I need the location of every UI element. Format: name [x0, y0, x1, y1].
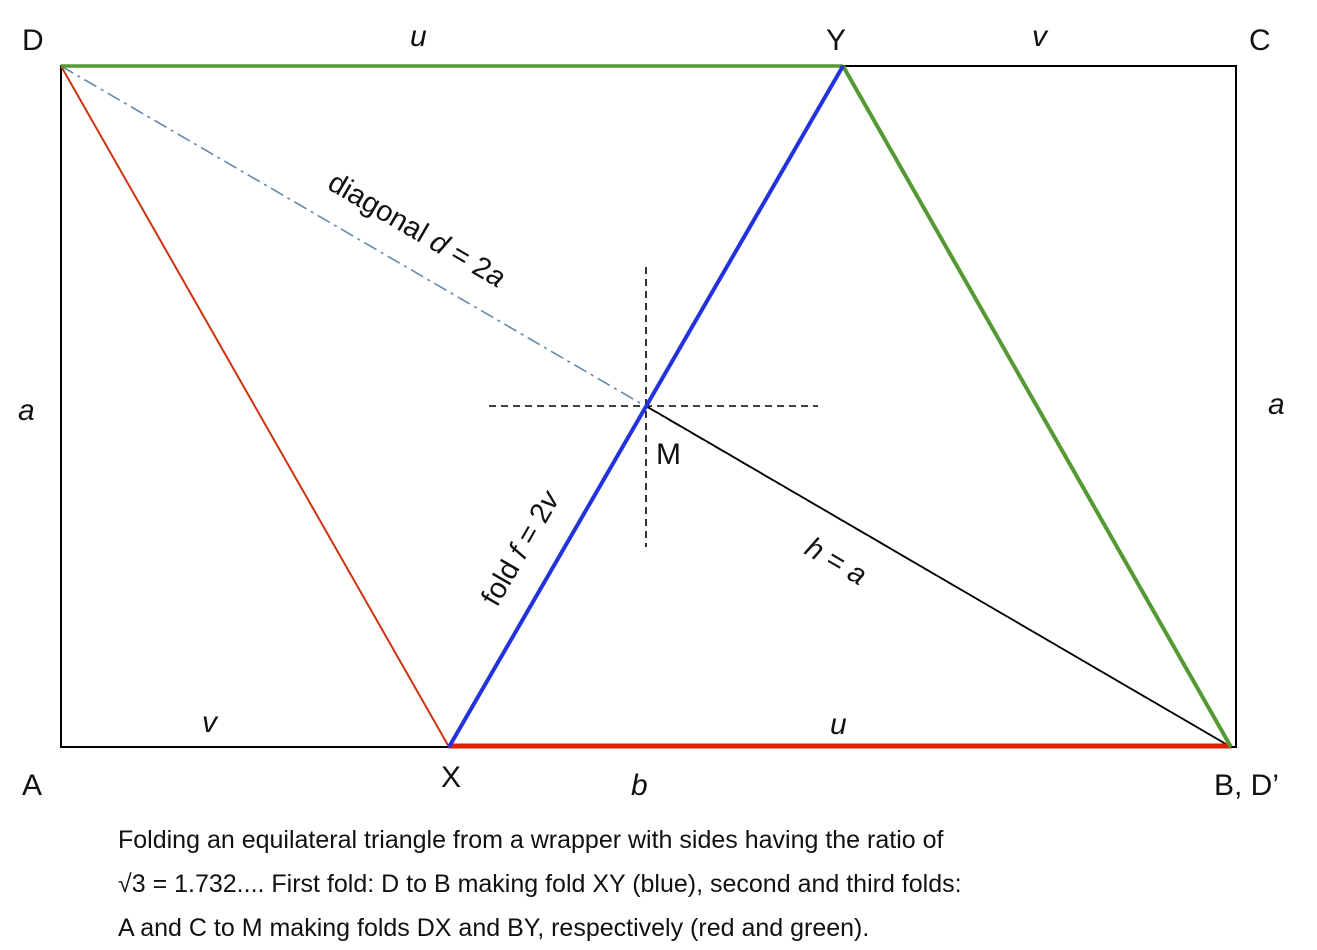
side-left-label: a — [18, 394, 35, 427]
fold-BY-line — [841, 65, 1233, 748]
side-top-left-label: u — [410, 20, 427, 53]
vertex-Y-label: Y — [826, 24, 846, 57]
fold-DX-line — [60, 65, 450, 748]
diagonal-prefix: diagonal — [322, 166, 440, 253]
caption-line-2: √3 = 1.732.... First fold: D to B making… — [118, 870, 962, 898]
side-bottom-total-label: b — [631, 769, 648, 802]
vertex-A-label: A — [22, 769, 42, 802]
fold-XY-line — [447, 64, 845, 749]
side-bottom-left-label: v — [202, 706, 219, 739]
diagonal-annotation: diagonal d = 2a — [322, 166, 510, 294]
side-bottom-right-label: u — [830, 708, 847, 741]
point-M-label: M — [656, 438, 681, 471]
vertex-C-label: C — [1249, 24, 1271, 57]
caption-line-1: Folding an equilateral triangle from a w… — [118, 826, 944, 854]
side-right-label: a — [1268, 388, 1285, 421]
side-top-right-label: v — [1032, 20, 1049, 53]
caption-line-3: A and C to M making folds DX and BY, res… — [118, 914, 870, 942]
height-line — [645, 405, 1232, 748]
vertex-D-label: D — [22, 24, 44, 57]
vertex-B-label: B, D’ — [1214, 769, 1279, 802]
diagram-caption: Folding an equilateral triangle from a w… — [118, 818, 1238, 950]
vertex-X-label: X — [441, 761, 461, 794]
fold-annotation: fold f = 2v — [475, 485, 567, 612]
height-annotation: h = a — [799, 531, 872, 592]
